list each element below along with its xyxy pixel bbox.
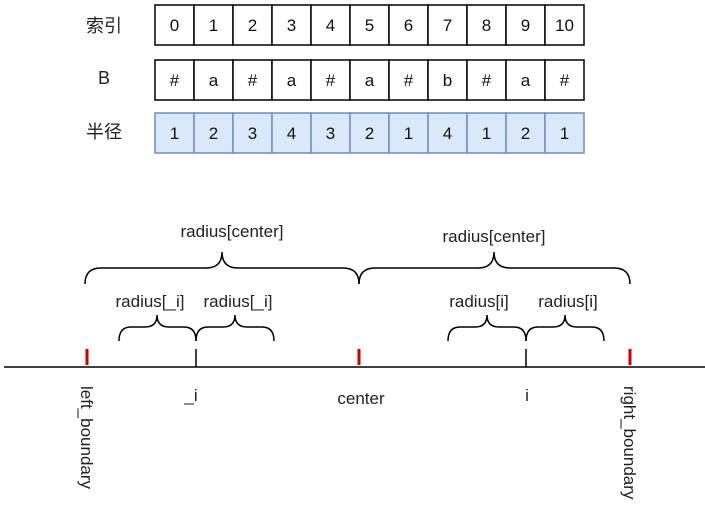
radius-cell-value: 4 [287,124,296,143]
small-brace-i-left-label: radius[i] [449,292,509,311]
radius-cell [232,112,273,154]
big-brace-right [358,251,631,285]
small-brace-mirror-right-label: radius[_i] [204,292,273,311]
index-cell [427,4,468,46]
small-brace-mirror-left [118,314,197,342]
b-cell [154,59,195,101]
b-cell-value: a [209,71,219,90]
index-cell [193,4,234,46]
b-cell-value: a [521,71,531,90]
index-cell [544,4,585,46]
radius-cell [349,112,390,154]
radius-cell [466,112,507,154]
b-cell-value: a [365,71,375,90]
index-cell-value: 3 [287,16,296,35]
index-cell-value: 2 [248,16,257,35]
i-label: i [525,386,529,405]
radius-cell-value: 1 [170,124,179,143]
left-boundary-label: left_boundary [77,386,96,490]
array-table: 索引 B 半径 0 1 2 3 4 5 6 7 8 9 10 # a # a # a # b # a #1 2 3 4 3 2 1 4 1… [86,4,585,154]
small-brace-mirror-left-label: radius[_i] [116,292,185,311]
b-cell [232,59,273,101]
small-brace-i-right-label: radius[i] [538,292,598,311]
index-cell-value: 0 [170,16,179,35]
radius-cell-value: 3 [248,124,257,143]
radius-cell-value: 3 [326,124,335,143]
b-cell [505,59,546,101]
index-cell [232,4,273,46]
radius-cell-value: 4 [443,124,452,143]
b-cell [193,59,234,101]
index-cell-value: 10 [555,16,574,35]
radius-cell [388,112,429,154]
mirror-i-label: _i [183,386,197,405]
b-cell-value: b [443,71,452,90]
b-cell-value: # [560,71,570,90]
radius-cell-value: 2 [521,124,530,143]
b-cell [349,59,390,101]
index-cell-value: 8 [482,16,491,35]
index-cell [154,4,195,46]
radius-cell-value: 1 [404,124,413,143]
big-brace-right-label: radius[center] [443,227,546,246]
radius-cell-value: 2 [209,124,218,143]
radius-cell [544,112,585,154]
radius-cell-value: 1 [482,124,491,143]
radius-cell-value: 2 [365,124,374,143]
center-label: center [337,389,385,408]
big-brace-left-label: radius[center] [181,222,284,241]
small-brace-i-right [525,314,605,342]
index-cell [466,4,507,46]
radius-cell [310,112,351,154]
index-cell-value: 7 [443,16,452,35]
b-cell [310,59,351,101]
index-cell [505,4,546,46]
small-brace-mirror-right [195,314,275,342]
index-cell-value: 9 [521,16,530,35]
b-cell [427,59,468,101]
b-cell [544,59,585,101]
b-cell-value: a [287,71,297,90]
index-cell [388,4,429,46]
index-cell-value: 4 [326,16,335,35]
index-cell [310,4,351,46]
b-cell-value: # [404,71,414,90]
b-cell [466,59,507,101]
right-boundary-label: right_boundary [620,386,639,500]
index-cell-value: 6 [404,16,413,35]
radius-explanation: radius[center] radius[center] radius[_i]… [4,222,705,500]
index-cell-value: 1 [209,16,218,35]
b-cell-value: # [248,71,258,90]
b-cell-value: # [326,71,336,90]
b-cell-value: # [170,71,180,90]
row-label-index: 索引 [86,16,122,36]
small-brace-i-left [447,314,527,342]
index-cell-value: 5 [365,16,374,35]
b-cell-value: # [482,71,492,90]
row-label-b: B [98,68,110,88]
big-brace-left [84,251,360,285]
radius-cell [154,112,195,154]
row-label-radius: 半径 [86,122,122,142]
index-cell [349,4,390,46]
radius-cell-value: 1 [560,124,569,143]
